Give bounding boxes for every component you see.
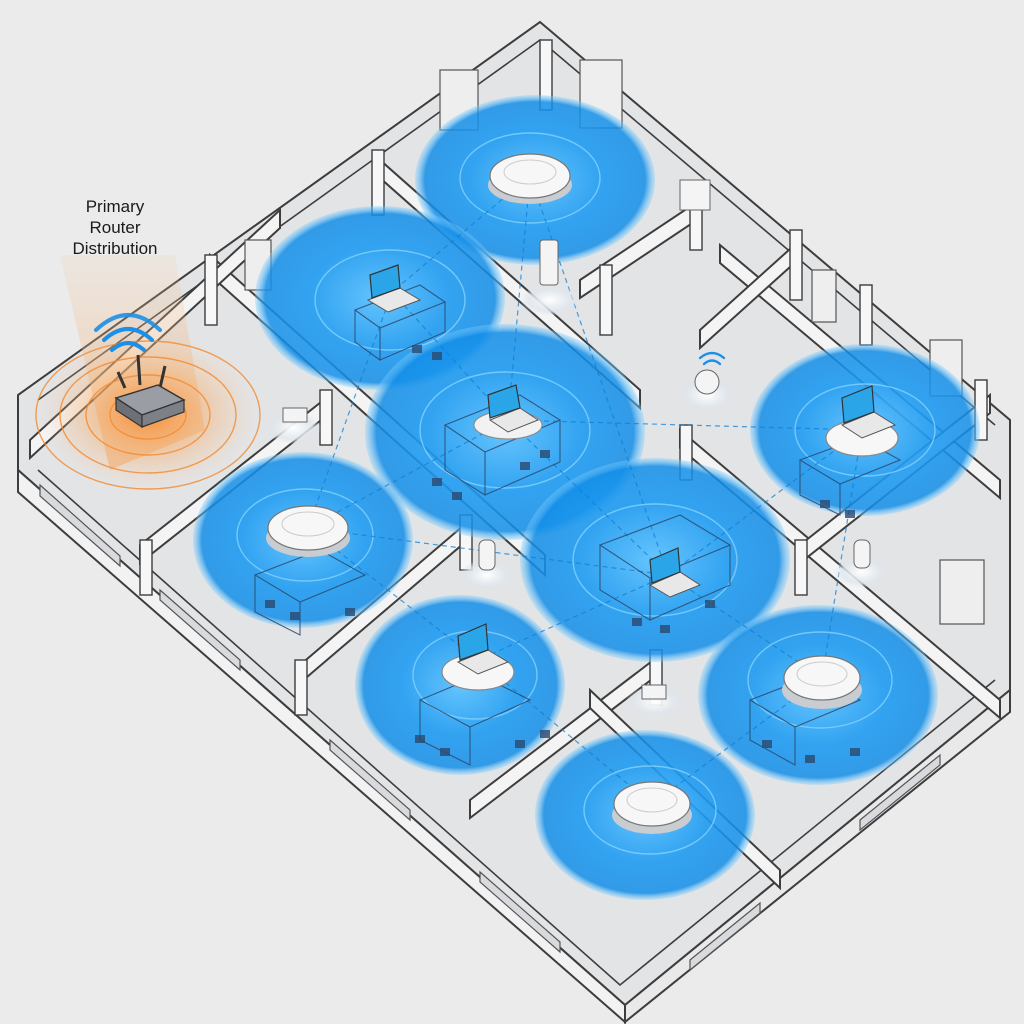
mesh-link-n2-n3 xyxy=(391,291,509,421)
mesh-link-n6-n7 xyxy=(477,574,669,661)
callout-line-3: Distribution xyxy=(72,239,158,258)
router-wifi-signal-icon xyxy=(94,313,162,352)
wifi-router-icon[interactable] xyxy=(114,354,186,429)
mesh-link-n1-n6 xyxy=(529,175,670,576)
front-windows xyxy=(39,483,941,972)
mesh-link-n4-n8 xyxy=(819,429,863,679)
mesh-link-n1-n3 xyxy=(505,175,531,421)
mesh-link-n2-n5 xyxy=(306,291,393,529)
laptop-node-n3[interactable] xyxy=(473,384,543,440)
mesh-link-n3-n6 xyxy=(507,419,669,576)
access-point-n8[interactable] xyxy=(782,655,862,709)
peripheral-devices xyxy=(265,179,890,718)
mesh-link-n6-n8 xyxy=(667,574,823,679)
outer-wall-inner-outline-front xyxy=(37,469,996,987)
laptop-node-n2[interactable] xyxy=(366,264,422,313)
mesh-link-n3-n5 xyxy=(307,419,509,529)
coverage-inner-rings xyxy=(236,132,936,855)
office-chairs xyxy=(265,345,860,763)
mesh-link-n7-n9 xyxy=(477,659,653,805)
mesh-links xyxy=(306,175,863,805)
access-point-n9[interactable] xyxy=(612,781,692,834)
access-point-n5[interactable] xyxy=(266,505,350,557)
laptop-node-n4[interactable] xyxy=(825,385,899,457)
laptop-node-n7[interactable] xyxy=(441,623,515,691)
camera-wifi-icon xyxy=(698,351,726,366)
callout-line-2: Router xyxy=(89,218,141,237)
access-point-n1[interactable] xyxy=(488,153,572,204)
callout-line-1: Primary xyxy=(85,197,145,216)
laptop-node-n6[interactable] xyxy=(648,547,702,598)
mesh-link-n4-n6 xyxy=(667,429,863,576)
router-callout-label: Primary Router Distribution xyxy=(40,196,190,259)
